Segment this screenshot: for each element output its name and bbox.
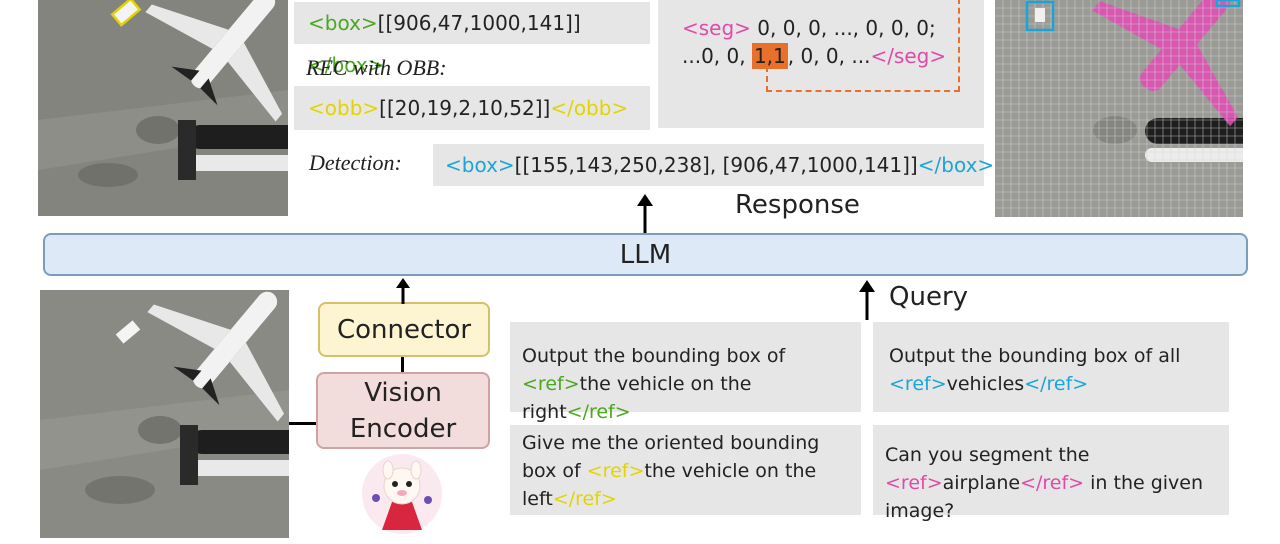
- rec-obb-label: REC with OBB:: [306, 55, 447, 80]
- query-label: Query: [889, 282, 969, 312]
- obb-open-tag: <obb>: [308, 96, 380, 120]
- query-3-pre: Give me the oriented bounding box of: [522, 432, 820, 482]
- seg-line-2: ...0, 0, 1,1, 0, 0, ...</seg>: [682, 43, 947, 69]
- detection-close-tag: </box>: [917, 153, 995, 177]
- image-to-encoder-line: [289, 422, 317, 425]
- vehicle-blue-box: [1025, 0, 1055, 32]
- query-1-ref-text: the vehicle on the right: [522, 373, 752, 423]
- box-value: [[906,47,1000,141]]: [377, 11, 581, 35]
- query-4-ref-close: </ref>: [1020, 472, 1085, 494]
- query-4-ref-open: <ref>: [885, 472, 943, 494]
- vision-encoder-label-line1: Vision: [364, 377, 442, 408]
- llama-mascot: [360, 452, 444, 536]
- box-close-tag: </box>: [308, 53, 385, 77]
- response-box-detection: <box>[[155,143,250,238], [906,47,1000,14…: [433, 144, 994, 186]
- query-3-ref-text: the vehicle on the left: [522, 460, 817, 510]
- seg-line1-values: 0, 0, 0, ..., 0, 0, 0;: [750, 16, 936, 40]
- query-box-2: Output the bounding box of all <ref>vehi…: [873, 322, 1229, 412]
- llm-label: LLM: [619, 239, 672, 270]
- obb-close-tag: </obb>: [550, 96, 629, 120]
- airplane-photo-graphic: [38, 0, 288, 216]
- query-3-ref-open: <ref>: [586, 460, 645, 482]
- query-box-1: Output the bounding box of <ref>the vehi…: [510, 322, 861, 423]
- query-1-ref-close: </ref>: [566, 401, 631, 423]
- vehicle-shape-input: [115, 320, 141, 344]
- detection-value: [[155,143,250,238], [906,47,1000,141]]: [514, 153, 918, 177]
- query-4-post: in the given image?: [885, 472, 1204, 522]
- segmentation-image-top-right: [995, 0, 1243, 217]
- vision-encoder-label-line2: Encoder: [349, 413, 457, 444]
- vehicle-yellow-obb: [110, 0, 142, 27]
- query-2-ref-close: </ref>: [1024, 373, 1089, 395]
- encoder-to-connector-line: [401, 357, 404, 373]
- obb-value: [[20,19,2,10,52]]: [379, 96, 551, 120]
- aerial-image-top-left: [38, 0, 288, 216]
- llama-mascot-icon: [362, 454, 442, 534]
- response-box-green: <box>[[906,47,1000,141]] </box>: [294, 2, 650, 77]
- airplane-shape: [145, 0, 283, 122]
- connector-box: Connector: [318, 302, 490, 357]
- seg-line2-pre: ...0, 0,: [682, 44, 752, 68]
- segmentation-grid: [995, 0, 1243, 217]
- aerial-image-bottom-left: [40, 290, 289, 538]
- query-4-ref-text: airplane: [942, 472, 1021, 494]
- arrow-up-connector-icon: [396, 278, 410, 304]
- query-box-3: Give me the oriented bounding box of <re…: [510, 425, 861, 515]
- airplane-shape-input: [147, 291, 285, 422]
- input-photo-graphic: [40, 290, 289, 538]
- seg-highlight: 1,1: [751, 43, 788, 69]
- arrow-up-response-icon: [637, 194, 653, 234]
- query-box-4: Can you segment the <ref>airplane</ref> …: [873, 425, 1229, 522]
- vision-encoder-box: Vision Encoder: [316, 372, 490, 449]
- seg-open-tag: <seg>: [682, 16, 751, 40]
- vehicle-shape: [1035, 8, 1045, 22]
- llm-bar: LLM: [43, 233, 1248, 276]
- vehicle-blue-box-2: [1215, 0, 1241, 8]
- query-2-ref-open: <ref>: [889, 373, 947, 395]
- seg-line-1: <seg> 0, 0, 0, ..., 0, 0, 0;: [682, 16, 936, 40]
- query-2-ref-text: vehicles: [946, 373, 1025, 395]
- seg-close-tag: </seg>: [870, 44, 947, 68]
- arrow-up-query-icon: [859, 280, 875, 320]
- response-box-obb: <obb>[[20,19,2,10,52]]</obb>: [294, 86, 650, 130]
- detection-label: Detection:: [309, 150, 402, 175]
- query-2-pre: Output the bounding box of all: [889, 345, 1181, 367]
- detection-open-tag: <box>: [445, 153, 515, 177]
- query-1-pre: Output the bounding box of: [522, 345, 786, 367]
- query-1-ref-open: <ref>: [522, 373, 580, 395]
- response-box-seg: <seg> 0, 0, 0, ..., 0, 0, 0; ...0, 0, 1,…: [658, 0, 984, 128]
- seg-line2-post: , 0, 0, ...: [787, 44, 871, 68]
- query-3-ref-close: </ref>: [552, 488, 617, 510]
- box-open-tag: <box>: [308, 11, 378, 35]
- connector-label: Connector: [336, 314, 472, 345]
- segmentation-graphic: [995, 0, 1243, 217]
- response-caption: Response: [735, 190, 860, 220]
- seg-dashed-connector: [766, 0, 960, 92]
- seg-dashed-connector-stub: [766, 66, 768, 92]
- query-4-pre: Can you segment the: [885, 444, 1090, 466]
